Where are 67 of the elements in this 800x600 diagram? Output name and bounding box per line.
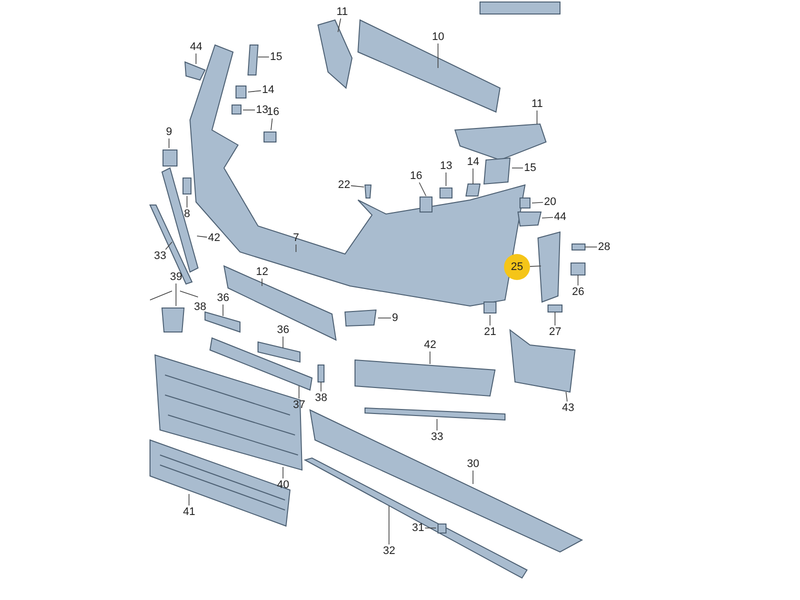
callout-number: 44	[553, 210, 568, 224]
callout-number: 15	[523, 162, 538, 174]
leader-line	[196, 236, 208, 238]
callout-number: 32	[382, 544, 396, 558]
callout-number: 39	[169, 270, 184, 284]
leader-line	[165, 242, 172, 250]
callout-number: 25	[504, 254, 530, 280]
callout-number: 12	[255, 266, 270, 278]
callout-number: 30	[466, 458, 480, 470]
callout-number: 43	[561, 402, 576, 414]
leader-line	[388, 506, 390, 545]
leader-line	[188, 494, 190, 506]
leader-line	[532, 202, 544, 204]
callout-number: 13	[439, 160, 454, 172]
leader-line	[472, 168, 474, 184]
leader-line	[168, 138, 170, 148]
callout-number: 9	[165, 126, 174, 138]
leader-line	[554, 312, 556, 326]
leader-line	[320, 382, 322, 392]
leader-line	[270, 118, 273, 130]
leader-line	[258, 56, 270, 58]
callout-number: 33	[153, 250, 168, 262]
callout-number: 44	[189, 40, 204, 54]
callout-number: 20	[543, 196, 558, 208]
leader-line	[584, 246, 598, 248]
callout-number: 31	[411, 522, 426, 534]
callout-number: 26	[571, 286, 586, 298]
callout-number: 42	[423, 338, 438, 352]
callout-number: 27	[548, 326, 562, 338]
callout-number: 40	[276, 478, 290, 492]
callout-number: 28	[597, 240, 612, 254]
callout-number: 38	[314, 392, 328, 404]
callout-number: 14	[261, 84, 276, 96]
callout-number: 11	[530, 98, 544, 110]
leader-line	[436, 418, 438, 431]
callout-number: 11	[336, 6, 349, 18]
callout-number: 36	[276, 324, 290, 336]
callout-number: 38	[193, 300, 208, 314]
callout-number: 10	[431, 30, 446, 44]
callout-number: 36	[216, 292, 230, 304]
leader-line	[282, 336, 284, 348]
leader-line	[222, 304, 224, 316]
leader-line	[542, 216, 554, 218]
leader-line	[298, 386, 300, 399]
leader-line	[186, 196, 188, 208]
callout-number: 37	[292, 398, 306, 412]
leader-line	[536, 110, 538, 124]
callout-number: 15	[269, 50, 284, 64]
callout-number: 14	[466, 156, 480, 168]
leader-line	[472, 470, 474, 484]
callout-number: 8	[183, 208, 192, 220]
leader-line	[248, 90, 262, 92]
leader-line	[282, 466, 284, 479]
callout-number: 21	[483, 326, 498, 338]
leader-line	[566, 392, 568, 402]
leader-line	[338, 18, 342, 32]
callout-number: 33	[430, 430, 444, 444]
callout-number: 7	[292, 232, 300, 244]
callout-number: 9	[391, 312, 400, 324]
callout-number: 41	[182, 506, 196, 518]
callout-number: 42	[207, 232, 222, 244]
callout-number: 22	[337, 178, 352, 192]
callout-number: 16	[266, 106, 280, 118]
callout-number: 16	[409, 170, 424, 182]
leader-line	[530, 266, 542, 267]
leader-line	[418, 182, 426, 196]
leader-line	[350, 185, 364, 188]
